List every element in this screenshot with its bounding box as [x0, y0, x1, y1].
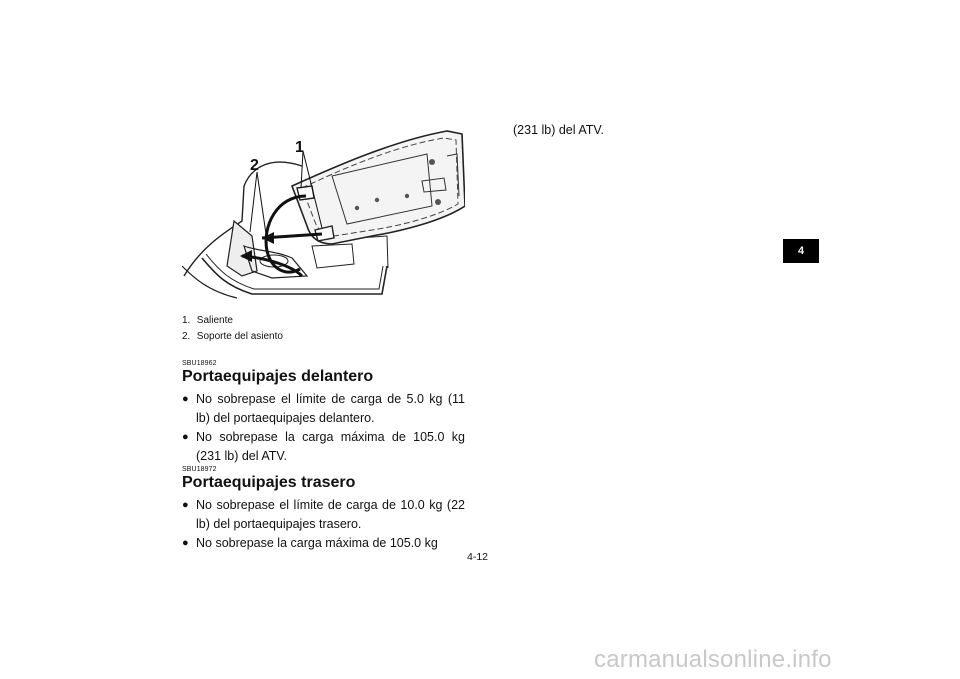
bullet-icon: ●: [182, 393, 189, 405]
section-rear-carrier: SBU18972 Portaequipajes trasero ● No sob…: [182, 466, 465, 553]
figure-captions: 1. Saliente 2. Soporte del asiento: [182, 313, 283, 345]
bullet-item: ● No sobrepase el límite de carga de 10.…: [182, 496, 465, 534]
section-title: Portaequipajes trasero: [182, 474, 356, 491]
continuation-text: (231 lb) del ATV.: [513, 123, 605, 137]
section-code: SBU18962: [182, 360, 217, 367]
bullet-icon: ●: [182, 537, 189, 549]
section-code: SBU18972: [182, 466, 217, 473]
bullet-item: ● No sobrepase el límite de carga de 5.0…: [182, 390, 465, 428]
callout-1: 1: [295, 139, 304, 156]
caption-number: 2.: [182, 331, 191, 342]
section-title: Portaequipajes delantero: [182, 368, 374, 385]
caption-text: Saliente: [196, 315, 233, 326]
caption-number: 1.: [182, 315, 191, 326]
caption-item: 1. Saliente: [182, 313, 283, 329]
caption-item: 2. Soporte del asiento: [182, 329, 283, 345]
bullet-text: No sobrepase el límite de carga de 10.0 …: [196, 498, 465, 531]
watermark: carmanualsonline.info: [594, 646, 832, 673]
bullet-text: No sobrepase la carga máxima de 105.0 kg: [196, 536, 438, 550]
callout-2: 2: [250, 157, 259, 174]
chapter-tab: 4: [783, 239, 819, 263]
seat-illustration: 1 2: [182, 126, 465, 303]
page-number: 4-12: [467, 551, 489, 563]
section-front-carrier: SBU18962 Portaequipajes delantero ● No s…: [182, 360, 465, 466]
bullet-item: ● No sobrepase la carga máxima de 105.0 …: [182, 428, 465, 466]
bullet-icon: ●: [182, 499, 189, 511]
bullet-icon: ●: [182, 431, 189, 443]
bullet-text: No sobrepase la carga máxima de 105.0 kg…: [196, 430, 465, 463]
bullet-item: ● No sobrepase la carga máxima de 105.0 …: [182, 534, 465, 553]
bullet-text: No sobrepase el límite de carga de 5.0 k…: [196, 392, 465, 425]
caption-text: Soporte del asiento: [196, 331, 283, 342]
